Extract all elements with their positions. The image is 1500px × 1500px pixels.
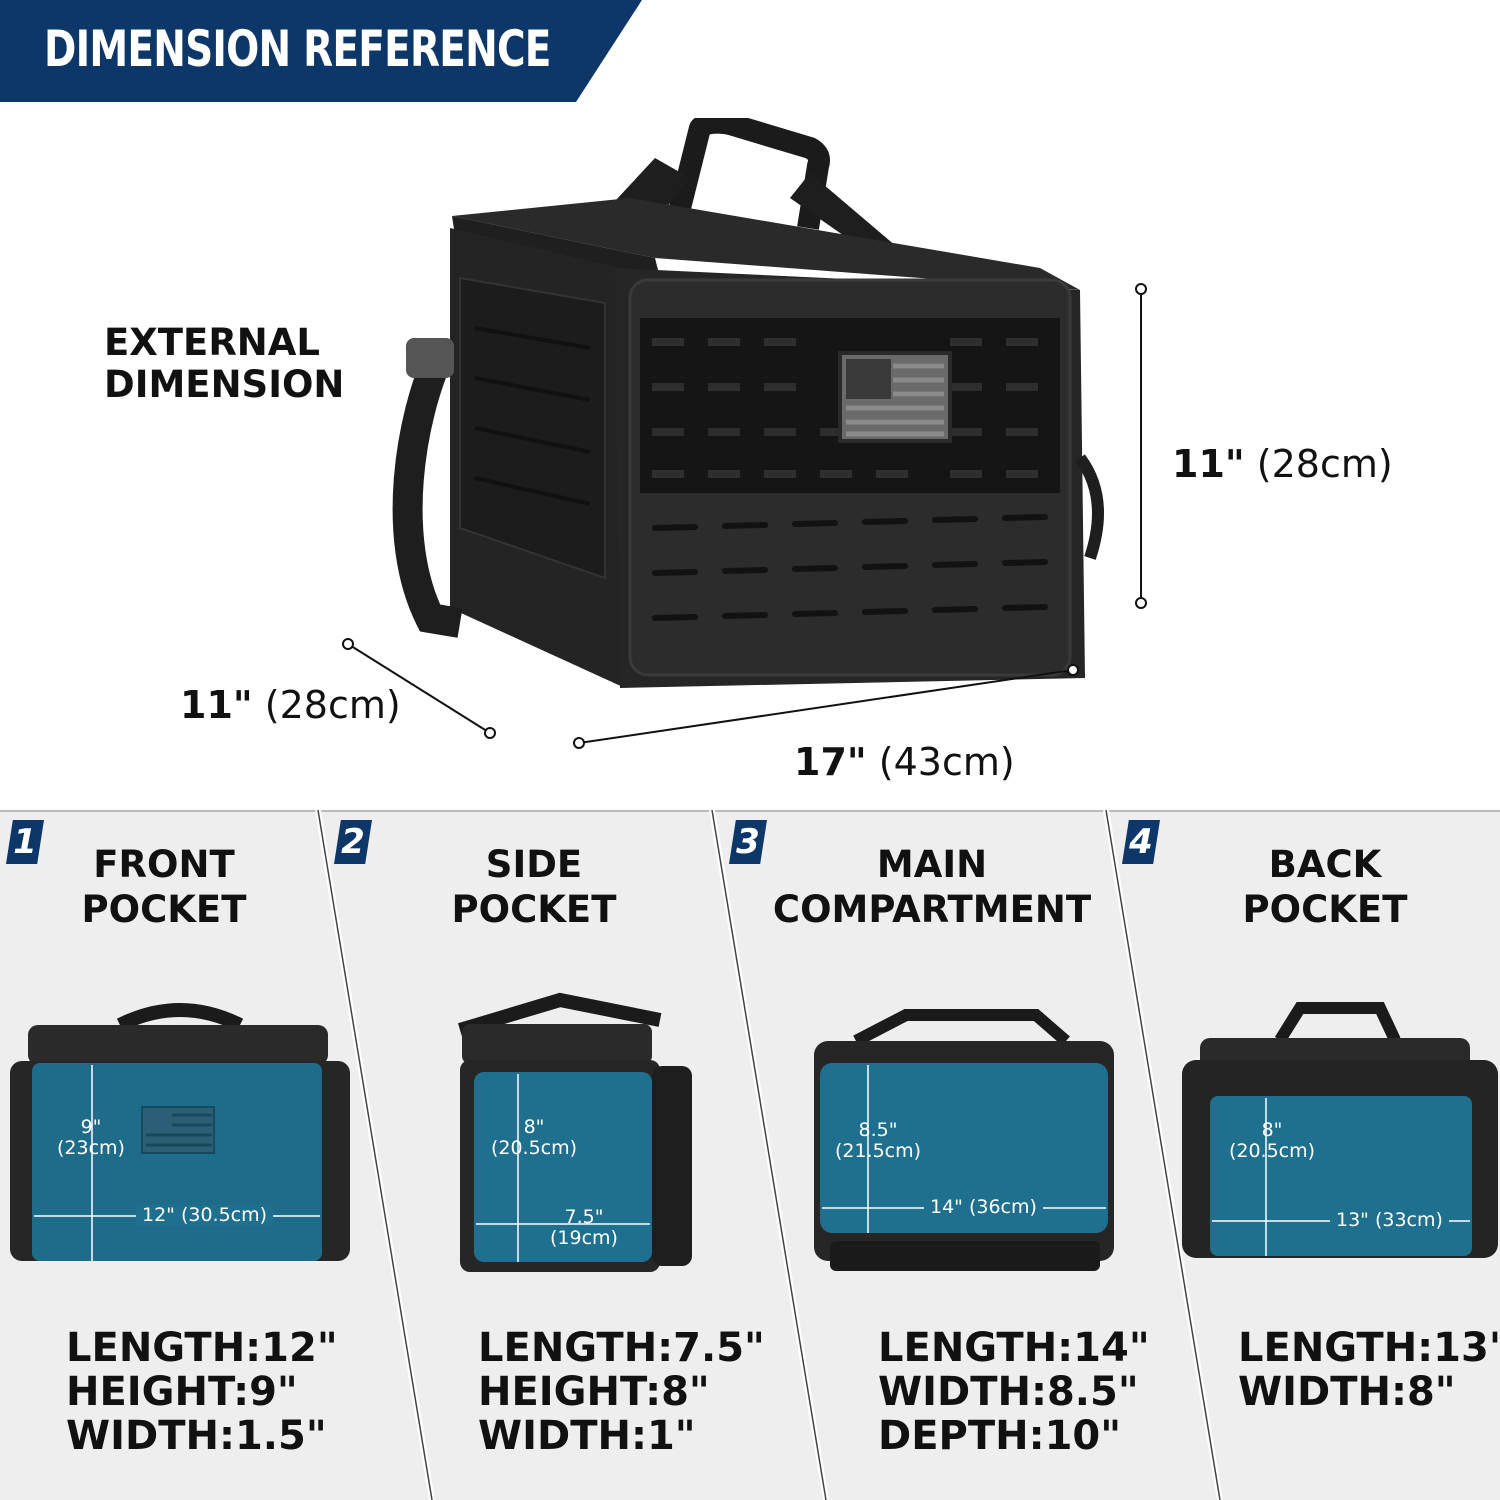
spec-line: LENGTH:7.5" [478,1325,765,1371]
card-title-line2: POCKET [1242,888,1408,931]
external-label-line2: DIMENSION [104,363,345,406]
length-dimension: 17" (43cm) [794,740,1015,784]
card-title-line1: SIDE [485,843,583,886]
overlay-v-line2: (20.5cm) [490,1137,578,1159]
dimension-lines [342,283,1147,749]
height-cm: (28cm) [1244,442,1393,486]
spec-line: WIDTH:8.5" [878,1369,1139,1415]
card-title-line2: POCKET [81,888,247,931]
spec-line: LENGTH:14" [878,1325,1150,1371]
overlay-v-line1: 9" [80,1116,102,1138]
back-pocket-height-label: 8" (20.5cm) [1226,1120,1318,1162]
spec-line: DEPTH:10" [878,1413,1122,1459]
front-pocket-specs: LENGTH:12" HEIGHT:9" WIDTH:1.5" [66,1326,338,1458]
external-label-line1: EXTERNAL [104,321,320,364]
card-title-main-compartment: MAIN COMPARTMENT [752,842,1112,932]
depth-dimension: 11" (28cm) [180,683,401,727]
depth-inches: 11" [180,683,253,727]
spec-line: WIDTH:1" [478,1413,696,1459]
side-pocket-illustration [457,992,692,1272]
card-title-line2: POCKET [451,888,617,931]
bag-illustration [392,118,1104,688]
overlay-v-line1: 8" [523,1116,545,1138]
spec-line: LENGTH:12" [66,1325,338,1371]
spec-line: HEIGHT:9" [66,1369,298,1415]
spec-line: WIDTH:1.5" [66,1413,327,1459]
side-pocket-length-label: 7.5" (19cm) [546,1207,622,1249]
length-cm: (43cm) [866,740,1015,784]
card-number-2: 2 [334,820,372,864]
card-number-1: 1 [6,820,44,864]
side-pocket-height-label: 8" (20.5cm) [488,1117,580,1159]
header-banner [0,0,642,102]
spec-line: LENGTH:13" [1238,1325,1500,1371]
overlay-v-line1: 8" [1261,1119,1283,1141]
card-title-line1: BACK [1268,843,1382,886]
overlay-h-line1: 7.5" [564,1206,604,1228]
back-pocket-length-label: 13" (33cm) [1330,1210,1449,1231]
length-inches: 17" [794,740,867,784]
external-dimension-label: EXTERNAL DIMENSION [104,322,404,406]
overlay-v-line2: (23cm) [57,1137,125,1159]
main-compartment-height-label: 8.5" (21.5cm) [832,1120,924,1162]
front-pocket-length-label: 12" (30.5cm) [136,1205,274,1226]
panel-dividers [0,810,1500,1500]
card-title-front-pocket: FRONT POCKET [0,842,344,932]
height-inches: 11" [1172,442,1245,486]
depth-cm: (28cm) [252,683,401,727]
card-title-line1: MAIN [876,843,988,886]
spec-line: WIDTH:8" [1238,1369,1456,1415]
card-title-back-pocket: BACK POCKET [1145,842,1500,932]
flag-patch-icon [141,1106,215,1154]
card-title-line2: COMPARTMENT [772,888,1092,931]
overlay-v-line1: 8.5" [858,1119,898,1141]
overlay-v-line2: (20.5cm) [1228,1140,1316,1162]
overlay-v-line2: (21.5cm) [834,1140,922,1162]
height-dimension: 11" (28cm) [1172,442,1393,486]
card-number-4: 4 [1122,820,1160,864]
card-title-line1: FRONT [93,843,235,886]
front-pocket-height-label: 9" (23cm) [52,1117,130,1159]
card-title-side-pocket: SIDE POCKET [354,842,714,932]
side-pocket-specs: LENGTH:7.5" HEIGHT:8" WIDTH:1" [478,1326,765,1458]
main-compartment-length-label: 14" (36cm) [924,1197,1043,1218]
back-pocket-specs: LENGTH:13" WIDTH:8" [1238,1326,1500,1414]
main-compartment-specs: LENGTH:14" WIDTH:8.5" DEPTH:10" [878,1326,1150,1458]
overlay-h-line2: (19cm) [550,1227,618,1249]
spec-line: HEIGHT:8" [478,1369,710,1415]
card-number-3: 3 [729,820,767,864]
page-title: DIMENSION REFERENCE [44,20,551,78]
flag-patch-icon [838,351,952,443]
